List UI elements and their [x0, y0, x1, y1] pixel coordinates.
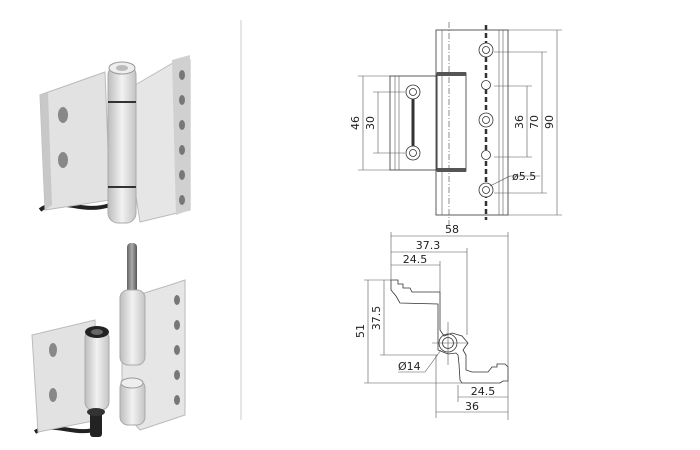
dim-bottom-width: 36	[465, 400, 479, 413]
assembled-hinge-illustration	[38, 55, 191, 224]
dim-barrel-diameter: Ø14	[398, 360, 421, 373]
dim-total-width: 58	[445, 223, 459, 236]
dim-barrel-offset: 37.3	[416, 239, 441, 252]
dim-leaf-height: 46	[349, 116, 362, 130]
dim-height: 51	[354, 324, 367, 338]
dim-leaf-hole-spacing: 30	[364, 116, 377, 130]
dim-bottom-step: 24.5	[471, 385, 496, 398]
section-view-drawing: 58 37.3 24.5 51 37.5 Ø14 24.5 36	[354, 223, 509, 420]
exploded-hinge-illustration	[31, 243, 186, 437]
dim-outer-hole-spacing: 70	[528, 115, 541, 129]
dim-hole-diameter: ø5.5	[512, 170, 536, 183]
dim-top-step: 24.5	[403, 253, 428, 266]
front-view-drawing: 46 30 36 70 90 ø5.5	[349, 22, 562, 225]
dim-inner-hole-spacing: 36	[513, 115, 526, 129]
dim-total-height: 90	[543, 115, 556, 129]
dim-barrel-height: 37.5	[370, 306, 383, 331]
